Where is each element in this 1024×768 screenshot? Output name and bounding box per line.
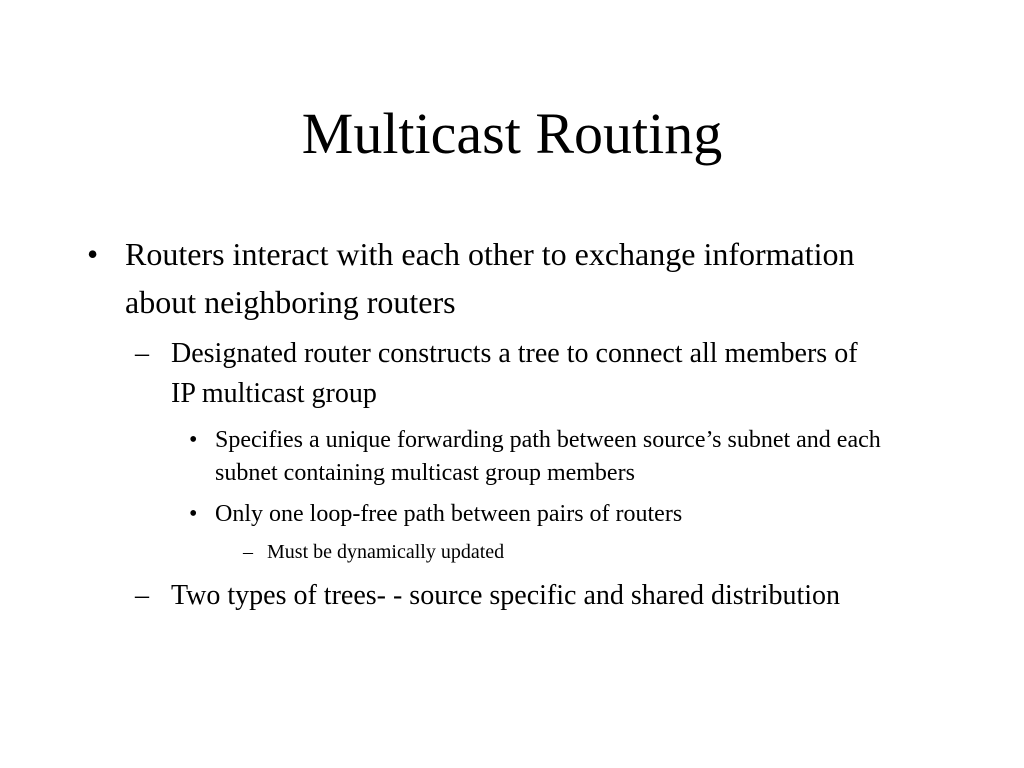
- bullet-text: Designated router constructs a tree to c…: [171, 338, 858, 409]
- bullet-text: Only one loop-free path between pairs of…: [215, 501, 683, 527]
- bullet-text: Two types of trees- - source specific an…: [171, 580, 841, 611]
- dash-marker: –: [135, 338, 149, 369]
- bullet-level2-tree-types: – Two types of trees- - source specific …: [135, 576, 861, 616]
- bullet-text: Must be dynamically updated: [267, 541, 505, 563]
- bullet-text: Specifies a unique forwarding path betwe…: [215, 427, 881, 486]
- bullet-marker: •: [189, 427, 198, 453]
- bullet-level3-loop-free: • Only one loop-free path between pairs …: [189, 498, 915, 531]
- dash-marker: –: [243, 541, 253, 563]
- bullet-level4-dynamic-update: – Must be dynamically updated: [243, 538, 887, 566]
- bullet-text: Routers interact with each other to exch…: [125, 236, 855, 320]
- bullet-marker: •: [189, 501, 198, 527]
- dash-marker: –: [135, 580, 149, 611]
- bullet-level3-unique-path: • Specifies a unique forwarding path bet…: [189, 424, 915, 490]
- bullet-marker: •: [87, 236, 99, 272]
- slide-title: Multicast Routing: [301, 101, 723, 166]
- bullet-level1-routers-interact: • Routers interact with each other to ex…: [87, 230, 865, 326]
- bullet-level2-designated-router: – Designated router constructs a tree to…: [135, 334, 861, 414]
